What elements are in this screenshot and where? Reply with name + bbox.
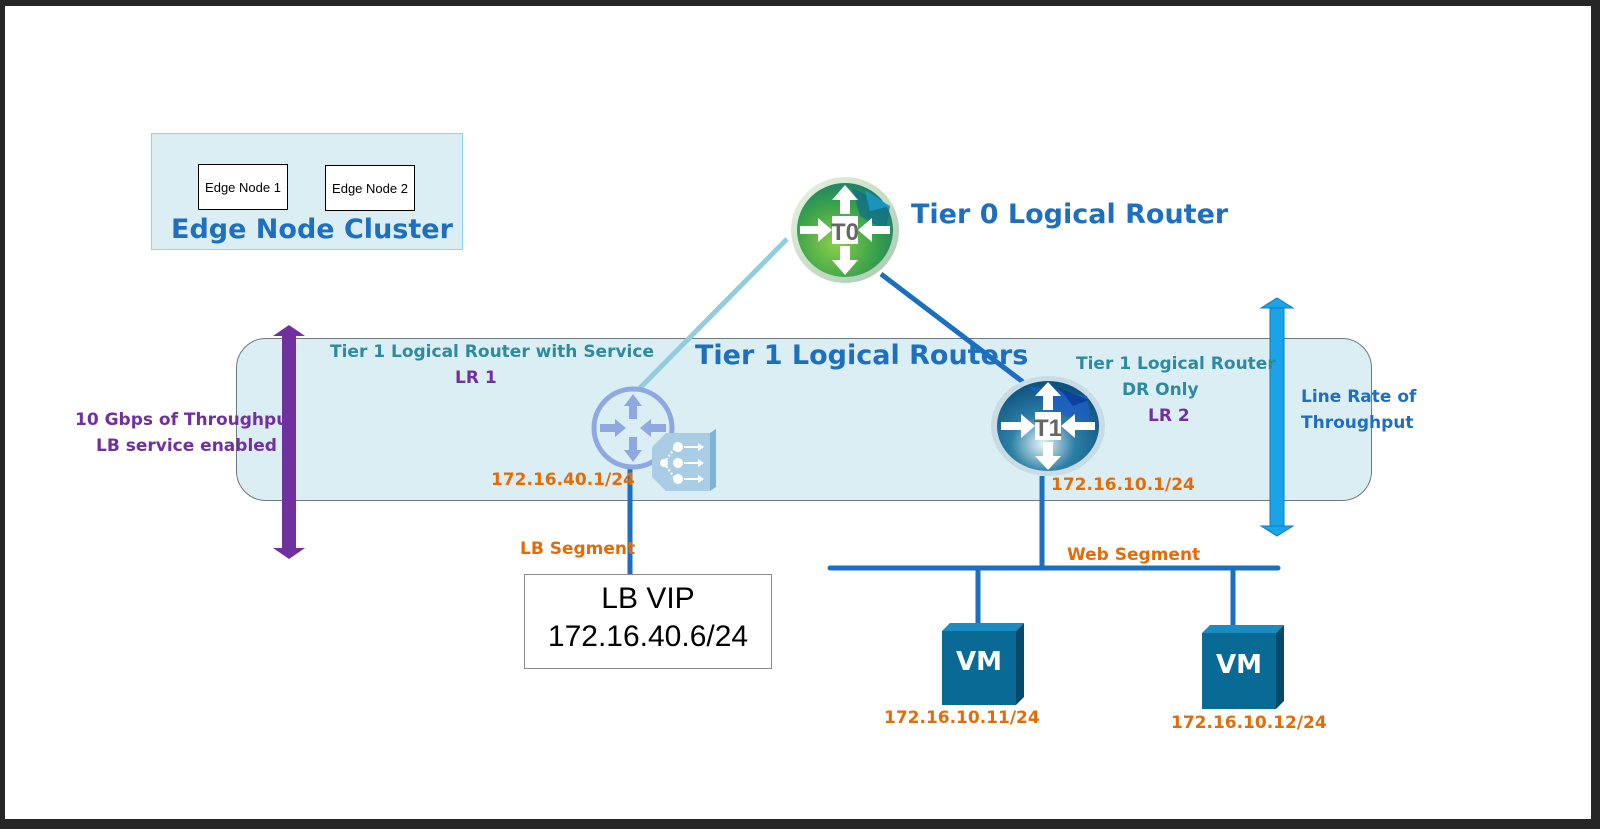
- diagram-canvas: Edge Node 1 Edge Node 2 Edge Node Cluste…: [5, 6, 1591, 819]
- lb-vip-ip: 172.16.40.6/24: [547, 620, 749, 653]
- vm-2-label: VM: [1216, 650, 1262, 680]
- edge-node-2[interactable]: Edge Node 2: [325, 165, 415, 211]
- edge-node-1-label: Edge Node 1: [205, 179, 281, 195]
- lr2-router-icon: T1: [991, 376, 1105, 476]
- lb-vip-title: LB VIP: [601, 582, 695, 615]
- lr1-name: LR 1: [455, 368, 497, 388]
- lb-vip-box[interactable]: LB VIP 172.16.40.6/24: [524, 574, 772, 669]
- vm-1-label: VM: [956, 647, 1002, 677]
- lr2-title-line1: Tier 1 Logical Router: [1076, 354, 1276, 374]
- link-t0-lr1: [635, 237, 789, 393]
- edge-node-1[interactable]: Edge Node 1: [198, 164, 288, 210]
- tier1-band: [236, 338, 1372, 501]
- load-balancer-service[interactable]: [648, 429, 718, 495]
- lb-segment-label: LB Segment: [520, 539, 636, 559]
- vm-2[interactable]: VM: [1202, 625, 1284, 709]
- link-t0-lr2: [879, 272, 1025, 384]
- lr2-interface-ip: 172.16.10.1/24: [1051, 475, 1195, 495]
- lr1-throughput-line1: 10 Gbps of Throughput: [75, 410, 297, 430]
- lr2-router[interactable]: T1: [989, 374, 1107, 478]
- connections-layer: [273, 237, 1295, 628]
- lr2-name: LR 2: [1148, 406, 1190, 426]
- vm-2-icon: [1202, 625, 1284, 709]
- lr1-title: Tier 1 Logical Router with Service: [330, 342, 654, 362]
- lr2-title-line2: DR Only: [1122, 380, 1199, 400]
- tier0-router-icon: T0: [791, 177, 899, 283]
- lr2-throughput-line2: Throughput: [1301, 413, 1414, 433]
- lr1-interface-ip: 172.16.40.1/24: [491, 470, 635, 490]
- vm-2-ip: 172.16.10.12/24: [1171, 713, 1327, 733]
- lr2-throughput-line1: Line Rate of: [1301, 387, 1417, 407]
- tier0-label: Tier 0 Logical Router: [911, 199, 1229, 230]
- edge-node-cluster-title: Edge Node Cluster: [171, 214, 453, 245]
- throughput-arrow-lr2: [1259, 297, 1295, 537]
- tier1-band-title: Tier 1 Logical Routers: [695, 340, 1029, 371]
- throughput-arrow-lr1: [273, 325, 305, 559]
- load-balancer-icon: [652, 429, 716, 491]
- web-segment-label: Web Segment: [1067, 545, 1201, 565]
- tier0-icon-text: T0: [831, 219, 859, 246]
- tier0-router[interactable]: T0: [790, 176, 900, 284]
- vm-1-ip: 172.16.10.11/24: [884, 708, 1040, 728]
- vm-1-icon: [942, 623, 1024, 705]
- edge-node-2-label: Edge Node 2: [332, 180, 408, 196]
- lr2-icon-text: T1: [1034, 415, 1062, 442]
- vm-1[interactable]: VM: [942, 623, 1024, 705]
- lr1-throughput-line2: LB service enabled: [96, 436, 277, 456]
